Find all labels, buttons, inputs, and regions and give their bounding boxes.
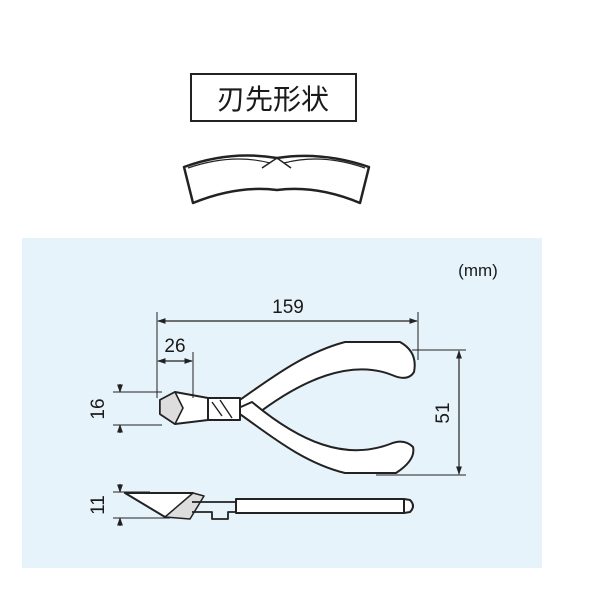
blade-tip-shape-icon [182, 154, 371, 205]
dimension-width-label: 51 [433, 402, 454, 423]
dimension-head-length-label: 26 [164, 336, 185, 357]
dimension-head-height: 16 [88, 384, 162, 433]
dimension-length-label: 159 [272, 297, 304, 318]
dimension-head-height-label: 16 [88, 398, 109, 419]
title-box: 刃先形状 [190, 73, 357, 122]
dimension-width: 51 [376, 349, 466, 476]
pliers-side-view [124, 492, 414, 520]
dimension-head-length: 26 [157, 336, 194, 398]
dimension-thickness: 11 [88, 484, 170, 526]
dimension-length: 159 [156, 297, 419, 398]
title-label: 刃先形状 [217, 83, 329, 116]
unit-label: (mm) [458, 261, 498, 280]
dimension-thickness-label: 11 [88, 495, 109, 515]
pliers-top-view [159, 341, 416, 474]
